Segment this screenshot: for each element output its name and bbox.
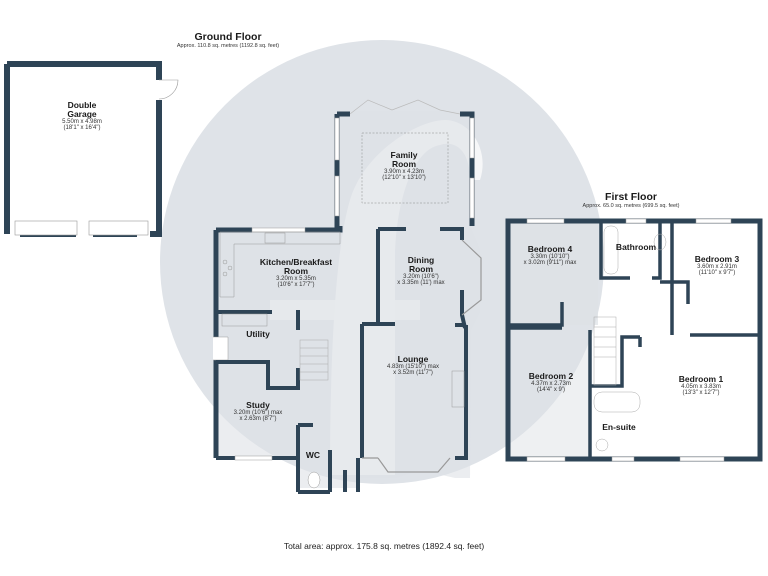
ground-floor-walls <box>213 99 482 494</box>
garage <box>4 61 179 237</box>
room-label-double-garage: Double Garage 5.50m x 4.98m (18'1" x 16'… <box>62 100 102 132</box>
room-label-bedroom-1: Bedroom 1 4.05m x 3.83m (13'3" x 12'7") <box>678 374 724 397</box>
ground-floor-area: Approx. 110.8 sq. metres (1192.8 sq. fee… <box>176 43 280 49</box>
room-label-utility: Utility <box>246 329 270 339</box>
ground-floor-title: Ground Floor <box>194 31 262 43</box>
room-label-lounge: Lounge 4.83m (15'10") max x 3.52m (11'7"… <box>387 354 439 377</box>
ground-floor-heading: Ground Floor Approx. 110.8 sq. metres (1… <box>177 31 279 49</box>
first-floor-area: Approx. 65.0 sq. metres (699.5 sq. feet) <box>582 203 680 209</box>
room-label-bedroom-3: Bedroom 3 3.60m x 2.91m (11'10" x 9'7") <box>694 254 740 277</box>
first-floor-heading: First Floor Approx. 65.0 sq. metres (699… <box>583 191 680 209</box>
first-floor-walls <box>505 218 763 462</box>
room-label-en-suite: En-suite <box>602 422 636 432</box>
room-label-wc: WC <box>305 450 321 460</box>
room-label-kitchen: Kitchen/Breakfast Room 3.20m x 5.35m (10… <box>259 257 333 289</box>
total-area: Total area: approx. 175.8 sq. metres (18… <box>283 541 485 551</box>
room-label-bedroom-2: Bedroom 2 4.37m x 2.73m (14'4" x 9') <box>528 371 574 394</box>
room-label-dining-room: Dining Room 3.20m (10'6") x 3.35m (11') … <box>397 255 445 287</box>
room-label-bathroom: Bathroom <box>615 242 657 252</box>
room-label-family-room: Family Room 3.90m x 4.23m (12'10" x 13'1… <box>382 150 426 182</box>
room-label-bedroom-4: Bedroom 4 3.30m (10'10") x 3.02m (9'11")… <box>523 244 577 267</box>
room-label-study: Study 3.20m (10'6") max x 2.63m (8'7") <box>233 400 283 423</box>
first-floor-title: First Floor <box>605 191 657 203</box>
